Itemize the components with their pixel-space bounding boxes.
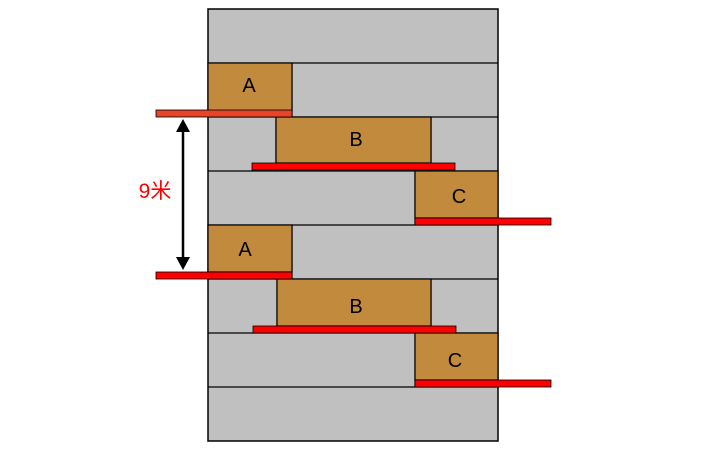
bar-a-lower [155,271,293,280]
block-a-lower [207,224,293,273]
block-b-lower-label: B [349,296,362,318]
bar-b-lower [252,325,457,334]
dimension-marker: 9米 [139,119,190,270]
bar-a-upper [155,109,293,118]
arrow-down-icon [176,257,190,270]
block-b-upper [275,116,432,164]
block-c-upper [414,170,499,219]
bar-c-lower [414,379,552,388]
block-a-upper-label: A [242,75,256,97]
block-c-lower [414,332,499,381]
blocks: A B C A B C [207,62,499,381]
block-a-upper [207,62,293,112]
block-c-lower-label: C [448,350,462,372]
bar-c-upper [414,217,552,226]
red-bars [155,109,552,388]
dimension-label: 9米 [139,180,172,203]
block-b-upper-label: B [349,129,362,151]
block-a-lower-label: A [238,239,252,261]
arrow-up-icon [176,119,190,132]
block-c-upper-label: C [452,186,466,208]
bar-b-upper [251,162,456,171]
block-b-lower [276,278,432,327]
